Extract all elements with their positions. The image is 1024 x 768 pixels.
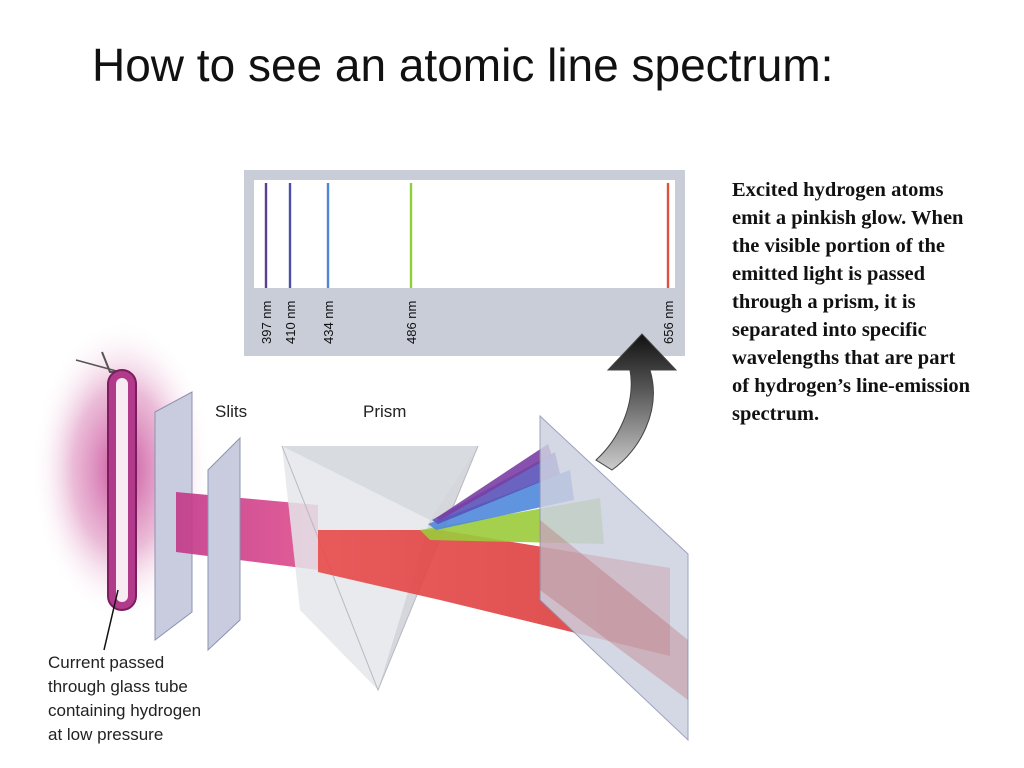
slits-label: Slits bbox=[215, 402, 247, 421]
screen-plate bbox=[539, 414, 689, 742]
prism-label: Prism bbox=[363, 402, 406, 421]
tube-caption-line: through glass tube bbox=[48, 677, 188, 696]
spectrum-line-label: 410 nm bbox=[283, 301, 298, 344]
description-line: emitted light is passed bbox=[732, 263, 926, 285]
tube-caption-line: at low pressure bbox=[48, 725, 163, 744]
spectrum-line-label: 434 nm bbox=[321, 301, 336, 344]
description-line: through a prism, it is bbox=[732, 291, 916, 313]
description-text: Excited hydrogen atoms emit a pinkish gl… bbox=[732, 176, 1022, 428]
description-line: Excited hydrogen atoms bbox=[732, 179, 944, 201]
blue-beam bbox=[428, 470, 574, 530]
tube-caption-line: Current passed bbox=[48, 653, 164, 672]
slit-plate-2 bbox=[207, 436, 241, 652]
spectrum-panel: 397 nm 410 nm 434 nm 486 nm 656 nm bbox=[244, 170, 685, 356]
description-line: separated into specific bbox=[732, 319, 927, 341]
slit-plate-1 bbox=[154, 391, 193, 642]
description-line: emit a pinkish glow. When bbox=[732, 207, 964, 229]
tube-caption: Current passed through glass tube contai… bbox=[48, 653, 201, 744]
description-line: the visible portion of the bbox=[732, 235, 945, 257]
slide-title: How to see an atomic line spectrum: bbox=[92, 39, 834, 91]
spectrum-line-label: 397 nm bbox=[259, 301, 274, 344]
up-arrow-icon bbox=[595, 333, 678, 471]
violet-beam bbox=[436, 444, 552, 520]
description-line: of hydrogen’s line-emission bbox=[732, 375, 971, 397]
tube-caption-line: containing hydrogen bbox=[48, 701, 201, 720]
spectrum-line-label: 486 nm bbox=[404, 301, 419, 344]
description-line: wavelengths that are part bbox=[732, 347, 956, 369]
spectrum-line-label: 656 nm bbox=[661, 301, 676, 344]
description-line: spectrum. bbox=[732, 403, 820, 425]
